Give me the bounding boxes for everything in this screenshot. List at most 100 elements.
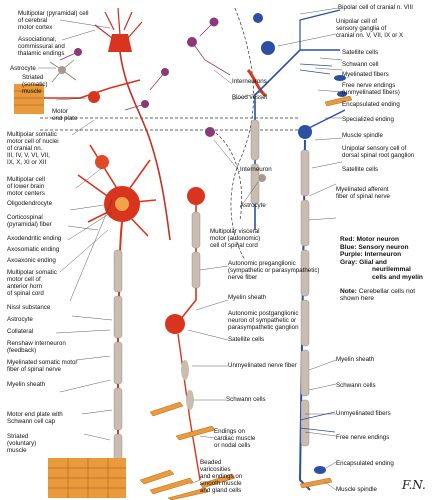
label-anterior-horn-4: of spinal cord	[7, 290, 44, 297]
label-anterior-horn-3: anterior horn	[7, 283, 43, 290]
label-endings-cardiac-2: cardiac muscle	[214, 435, 256, 442]
label-endings-cardiac: Endings on	[214, 428, 245, 435]
postganglionic-soma	[165, 314, 185, 334]
label-lower-brain-2: of lower brain	[7, 183, 45, 190]
label-encapsulated-top: Encapsulated ending	[342, 101, 400, 108]
legend-row-gray: Gray: Glial and	[340, 259, 440, 267]
label-autonomic-pre: Autonomic preganglionic	[228, 260, 296, 267]
label-striated-voluntary: Striated	[7, 433, 29, 440]
striated-muscle-top	[14, 84, 44, 114]
legend-gray-value-3: cells and myelin	[372, 273, 423, 281]
label-multipolar-pyramidal-3: motor cortex	[18, 24, 53, 31]
label-interneurons: Interneurons	[232, 78, 267, 85]
label-satellite-right: Satellite cells	[342, 166, 379, 173]
label-myelin-sheath-right: Myelin sheath	[336, 356, 375, 363]
label-axosomatic: Axosomatic ending	[7, 246, 60, 253]
label-lower-brain-3: motor centers	[7, 190, 45, 197]
lower-brain-cell	[95, 155, 109, 169]
label-autonomic-post: Autonomic postganglionic	[228, 310, 299, 317]
label-schwann-right: Schwann cells	[336, 382, 376, 389]
label-schwann-top: Schwann cell	[342, 61, 379, 68]
legend-gray-value-2: neurilemmal	[372, 266, 411, 274]
label-free-nerve-top-2: (unmyelinated fibers)	[342, 89, 400, 96]
label-autonomic-pre-2: (sympathetic or parasympathetic)	[228, 267, 320, 274]
label-motor-end-plate: Motor	[52, 108, 68, 115]
legend-blue-value: Sensory neuron	[358, 243, 409, 251]
label-beaded-5: and gland cells	[200, 487, 242, 494]
myelin-segments-left	[113, 249, 123, 465]
label-multipolar-pyramidal-2: of cerebral	[18, 17, 48, 24]
astrocyte-top-body	[58, 66, 66, 74]
label-associational-3: thalamic endings	[18, 50, 65, 57]
interneuron-mid-body	[205, 127, 215, 137]
label-somatic-cranial-3: of cranial nn.	[7, 145, 43, 152]
label-renshaw-2: (feedback)	[7, 347, 37, 354]
label-myelinated-somatic: Myelinated somatic motor	[7, 359, 78, 366]
label-muscle-spindle-bottom: Muscle spindle	[336, 486, 377, 493]
pyramidal-soma	[108, 34, 132, 52]
label-anterior-horn-2: motor cell of	[7, 276, 41, 283]
label-astrocyte-top: Astrocyte	[10, 65, 36, 72]
cranial-motor-soma	[88, 91, 100, 103]
label-nissl: Nissl substance	[7, 304, 51, 311]
bipolar-cell	[253, 13, 263, 23]
label-myelin-sheath-left: Myelin sheath	[7, 381, 46, 388]
label-axoaxonic: Axoaxonic ending	[7, 257, 56, 264]
legend-row-gray-2: neurilemmal	[340, 266, 440, 274]
legend-note: Note: Cerebellar cells not	[340, 288, 440, 296]
legend-note-value: Cerebellar cells not	[358, 287, 416, 295]
label-unipolar-sensory-3: cranial nn. V, VII, IX or X	[336, 32, 404, 39]
label-axodendritic: Axodendritic ending	[7, 235, 62, 242]
interneuron-processes-top	[59, 21, 231, 111]
schwann-cells-mid	[181, 360, 194, 410]
label-autonomic-post-3: parasympathetic ganglion	[228, 324, 299, 331]
label-visceral: Multipolar visceral	[210, 228, 260, 235]
label-endings-cardiac-3: or nodal cells	[214, 442, 251, 449]
label-free-nerve-top: Free nerve endings	[342, 82, 396, 89]
label-lower-brain: Multipolar cell	[7, 176, 45, 183]
visceral-motor-soma	[187, 187, 205, 205]
label-visceral-3: cell of spinal cord	[210, 242, 258, 249]
legend-note-key: Note:	[340, 287, 357, 295]
label-collateral: Collateral	[7, 328, 34, 335]
label-muscle-spindle-top: Muscle spindle	[342, 132, 383, 139]
label-myelinated-afferent-2: fiber of spinal nerve	[336, 193, 390, 200]
label-astrocyte-left: Astrocyte	[7, 316, 33, 323]
label-specialized: Specialized ending	[342, 116, 394, 123]
label-schwann-mid: Schwann cells	[226, 396, 266, 403]
myelin-segments-right	[250, 119, 310, 447]
legend-red-key: Red:	[340, 236, 355, 243]
label-astrocyte-mid: Astrocyte	[240, 202, 266, 209]
label-satellite-top: Satellite cells	[342, 49, 379, 56]
label-myelinated-somatic-2: fiber of spinal nerve	[7, 366, 61, 373]
label-renshaw: Renshaw interneuron	[7, 340, 66, 347]
label-anterior-horn: Multipolar somatic	[7, 269, 57, 276]
label-striated-top-2: (somatic)	[22, 81, 48, 88]
striated-muscle-bottom	[48, 458, 126, 498]
label-unmyelinated-fibers: Unmyelinated fibers	[336, 410, 391, 417]
label-beaded-2: varicosities	[200, 466, 231, 473]
label-somatic-cranial-4: III, IV, V, VI, VII,	[7, 152, 50, 159]
label-motor-end-plate-2: end plate	[52, 115, 78, 122]
legend-gray-value: Glial and	[359, 258, 387, 266]
label-beaded-3: and endings on	[200, 473, 243, 480]
sensory-fibers	[254, 9, 346, 491]
label-unmyelinated-nerve-fiber: Unmyelinated nerve fiber	[228, 362, 297, 369]
astrocyte-mid-body	[258, 174, 266, 182]
preganglionic-myelin	[191, 211, 201, 289]
label-somatic-cranial-2: motor cell of nuclei	[7, 138, 59, 145]
legend-purple-value: Interneuron	[364, 251, 402, 259]
label-striated-top: Striated	[22, 74, 44, 81]
label-unipolar-drg: Unipolar sensory cell of	[342, 145, 407, 152]
label-interneuron-mid: Interneuron	[240, 166, 272, 173]
postganglionic-fiber	[177, 333, 201, 481]
leader-lines	[38, 7, 343, 491]
legend-note-value-2: shown here	[340, 295, 375, 303]
label-autonomic-pre-3: nerve fiber	[228, 274, 258, 281]
legend-gray-key: Gray:	[340, 258, 358, 266]
free-nerve-endings	[299, 63, 336, 433]
label-associational: Associational,	[18, 36, 57, 43]
label-unipolar-drg-2: dorsal spinal root ganglion	[342, 152, 415, 159]
